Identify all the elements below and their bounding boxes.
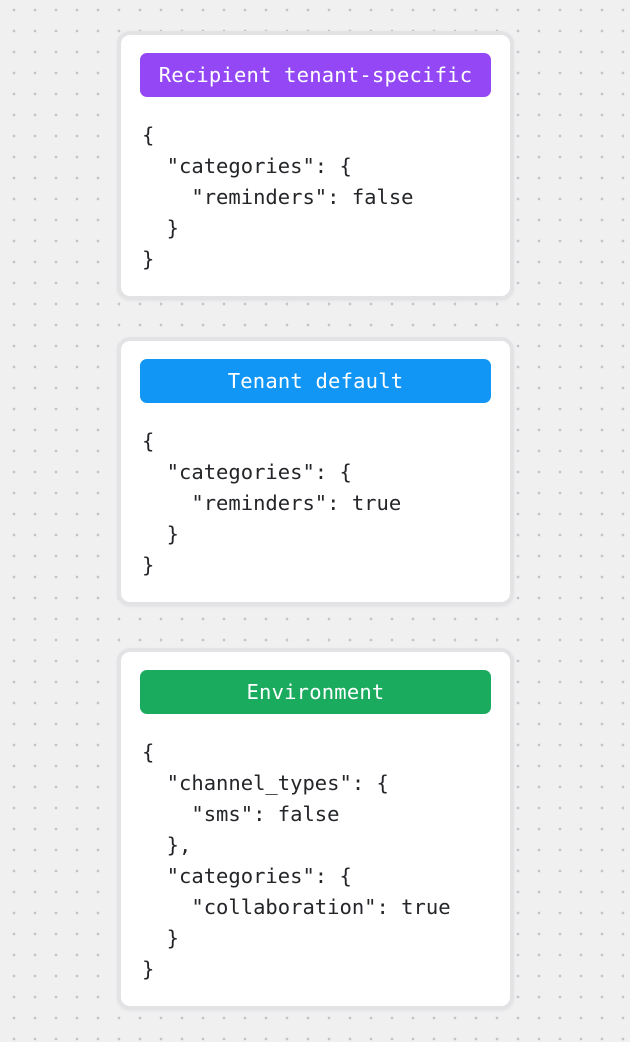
tenant-default-json-code: { "categories": { "reminders": true } } bbox=[142, 429, 402, 577]
card-environment: Environment { "channel_types": { "sms": … bbox=[117, 648, 514, 1010]
environment-badge: Environment bbox=[140, 670, 491, 714]
recipient-tenant-specific-badge: Recipient tenant-specific bbox=[140, 53, 491, 97]
card-recipient-tenant-specific: Recipient tenant-specific { "categories"… bbox=[117, 31, 514, 300]
card-tenant-default: Tenant default { "categories": { "remind… bbox=[117, 337, 514, 606]
recipient-tenant-specific-json-code: { "categories": { "reminders": false } } bbox=[142, 123, 414, 271]
dotted-canvas: Recipient tenant-specific { "categories"… bbox=[117, 31, 514, 1010]
tenant-default-badge: Tenant default bbox=[140, 359, 491, 403]
environment-json-code: { "channel_types": { "sms": false }, "ca… bbox=[142, 740, 451, 981]
